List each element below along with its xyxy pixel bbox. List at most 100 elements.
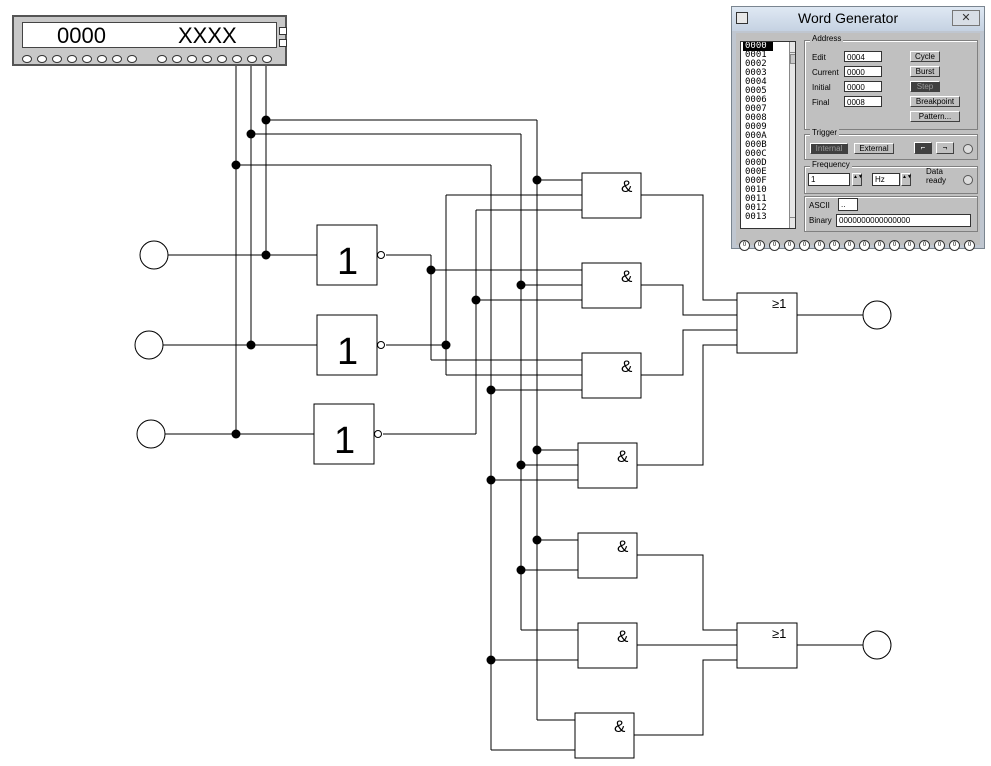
and-gate-4[interactable] (577, 442, 638, 489)
output-pin[interactable]: 0 (799, 240, 810, 251)
address-row[interactable]: 0005 (745, 86, 767, 96)
scroll-thumb[interactable] (790, 54, 795, 64)
final-field[interactable]: 0008 (844, 96, 882, 107)
and-gate-3[interactable] (581, 352, 642, 399)
trigger-external-button[interactable]: External (854, 143, 894, 154)
not-gate-3[interactable] (313, 403, 375, 465)
address-row[interactable]: 0007 (745, 104, 767, 114)
step-button[interactable]: Step (910, 81, 940, 92)
output-pin[interactable]: 0 (889, 240, 900, 251)
hex-display-probe[interactable]: 0000 XXXX (12, 15, 287, 66)
address-row[interactable]: 000A (745, 131, 767, 141)
not-gate-2[interactable] (316, 314, 378, 376)
trigger-radio[interactable] (963, 144, 973, 154)
display-pin[interactable] (37, 55, 47, 63)
trigger-internal-button[interactable]: Internal (810, 143, 848, 154)
address-row[interactable]: 000D (745, 158, 767, 168)
display-pin[interactable] (217, 55, 227, 63)
or-gate-2[interactable] (736, 622, 798, 669)
binary-field[interactable]: 0000000000000000 (836, 214, 971, 227)
and-gate-2[interactable] (581, 262, 642, 309)
or-gate-1[interactable] (736, 292, 798, 354)
output-pin[interactable]: 0 (934, 240, 945, 251)
output-pin[interactable]: 0 (829, 240, 840, 251)
output-terminal-2[interactable] (862, 630, 892, 660)
output-pin[interactable]: 0 (784, 240, 795, 251)
output-pin[interactable]: 0 (949, 240, 960, 251)
output-pin[interactable]: 0 (739, 240, 750, 251)
address-row[interactable]: 000B (745, 140, 767, 150)
output-pin[interactable]: 0 (814, 240, 825, 251)
display-pin[interactable] (202, 55, 212, 63)
initial-field[interactable]: 0000 (844, 81, 882, 92)
output-pin[interactable]: 0 (844, 240, 855, 251)
address-row[interactable]: 0001 (745, 50, 767, 60)
falling-edge-icon[interactable]: ¬ (936, 142, 954, 154)
cycle-button[interactable]: Cycle (910, 51, 940, 62)
input-terminal-b[interactable] (134, 330, 164, 360)
output-pin[interactable]: 0 (754, 240, 765, 251)
current-field[interactable]: 0000 (844, 66, 882, 77)
output-terminal-1[interactable] (862, 300, 892, 330)
frequency-unit-field[interactable]: Hz (872, 173, 900, 186)
address-frame (804, 40, 978, 130)
scroll-down-icon[interactable]: ▼ (790, 217, 795, 228)
and-gate-7[interactable] (574, 712, 635, 759)
display-pin[interactable] (97, 55, 107, 63)
display-pin[interactable] (112, 55, 122, 63)
display-pin[interactable] (52, 55, 62, 63)
breakpoint-button[interactable]: Breakpoint (910, 96, 960, 107)
display-pin[interactable] (247, 55, 257, 63)
input-terminal-c[interactable] (136, 419, 166, 449)
output-pin[interactable]: 0 (769, 240, 780, 251)
address-scrollbar[interactable]: ▲ ▼ (789, 42, 795, 228)
address-row[interactable]: 0003 (745, 68, 767, 78)
output-pin[interactable]: 0 (964, 240, 975, 251)
edit-field[interactable]: 0004 (844, 51, 882, 62)
output-pin[interactable]: 0 (874, 240, 885, 251)
frequency-spinner[interactable]: ▲▼ (852, 173, 863, 186)
address-row[interactable]: 0010 (745, 185, 767, 195)
display-pin[interactable] (262, 55, 272, 63)
and-gate-5[interactable] (577, 532, 638, 579)
display-pin[interactable] (22, 55, 32, 63)
display-pin[interactable] (82, 55, 92, 63)
address-row[interactable]: 0008 (745, 113, 767, 123)
address-row[interactable]: 0012 (745, 203, 767, 213)
output-pin[interactable]: 0 (904, 240, 915, 251)
rising-edge-icon[interactable]: ⌐ (914, 142, 932, 154)
address-row[interactable]: 0009 (745, 122, 767, 132)
address-row[interactable]: 000C (745, 149, 767, 159)
window-system-icon[interactable] (736, 12, 748, 24)
display-pin[interactable] (232, 55, 242, 63)
title-bar[interactable]: Word Generator ✕ (732, 7, 984, 31)
scroll-up-icon[interactable]: ▲ (790, 42, 795, 53)
frequency-field[interactable]: 1 (808, 173, 850, 186)
address-row[interactable]: 000F (745, 176, 767, 186)
display-pin[interactable] (127, 55, 137, 63)
display-pin[interactable] (172, 55, 182, 63)
address-row[interactable]: 0000 (743, 42, 773, 51)
close-button[interactable]: ✕ (952, 10, 980, 26)
and-gate-6[interactable] (577, 622, 638, 669)
address-row[interactable]: 0004 (745, 77, 767, 87)
ascii-field[interactable]: .. (838, 198, 858, 211)
display-pin[interactable] (187, 55, 197, 63)
address-row[interactable]: 0013 (745, 212, 767, 222)
and-gate-1[interactable] (581, 172, 642, 219)
display-pin[interactable] (67, 55, 77, 63)
frequency-unit-spinner[interactable]: ▲▼ (901, 173, 912, 186)
pattern-button[interactable]: Pattern... (910, 111, 960, 122)
display-pin[interactable] (157, 55, 167, 63)
address-row[interactable]: 0002 (745, 59, 767, 69)
address-row[interactable]: 0006 (745, 95, 767, 105)
address-row[interactable]: 000E (745, 167, 767, 177)
output-pin[interactable]: 0 (859, 240, 870, 251)
burst-button[interactable]: Burst (910, 66, 940, 77)
address-row[interactable]: 0011 (745, 194, 767, 204)
input-terminal-a[interactable] (139, 240, 169, 270)
output-pin[interactable]: 0 (919, 240, 930, 251)
